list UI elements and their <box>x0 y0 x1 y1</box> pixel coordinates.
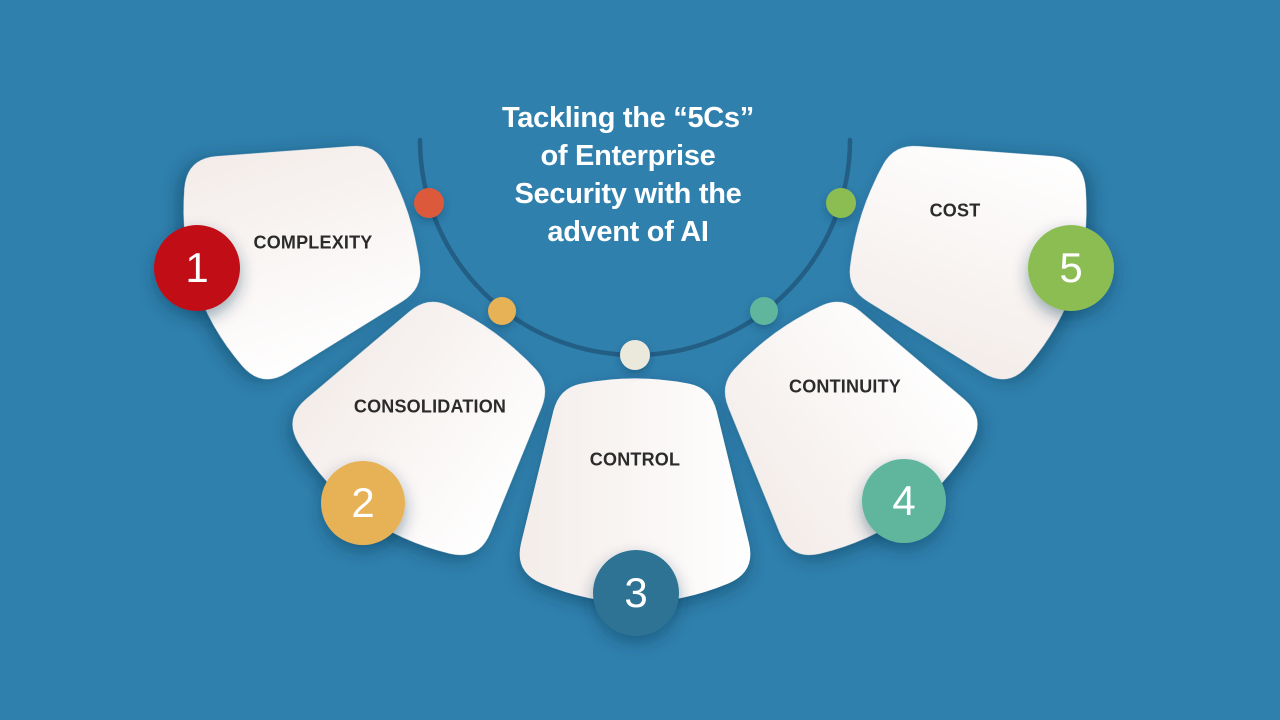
number-circle-1 <box>154 225 240 311</box>
number-circle-4 <box>862 459 946 543</box>
arc-dot-3 <box>620 340 650 370</box>
arc-dot-4 <box>750 297 778 325</box>
number-circle-5 <box>1028 225 1114 311</box>
petal-complexity <box>183 146 421 380</box>
arc-dot-2 <box>488 297 516 325</box>
petal-cost <box>849 146 1087 380</box>
number-circle-3 <box>593 550 679 636</box>
number-circle-2 <box>321 461 405 545</box>
arc-dot-5 <box>826 188 856 218</box>
arc-dot-1 <box>414 188 444 218</box>
petal-control <box>519 378 751 603</box>
